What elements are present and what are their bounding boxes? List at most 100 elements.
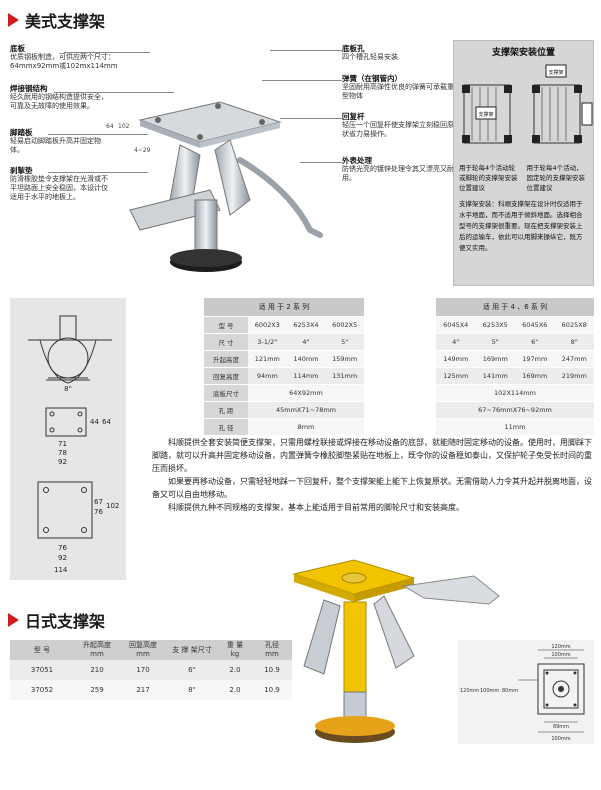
cell: 6025X8	[554, 316, 594, 334]
annotation-title: 刹掣垫	[10, 166, 33, 175]
annotation-base-plate: 底板 优质钢板制造，可供应两个尺寸：64mmx92mm或102mx114mm	[10, 44, 130, 71]
annotation-title: 底板孔	[342, 44, 365, 53]
triangle-bullet-icon	[8, 13, 19, 27]
cell: 6002X5	[325, 316, 364, 334]
dim-wheel: 8"	[64, 385, 72, 393]
cell: 10.9	[252, 680, 292, 700]
dim-bottom-100: 100mm	[551, 736, 570, 742]
install-position-board: 支撑架安装位置 支撑架 支撑架 用于轮每4个活动轮或脚轮的支撑架安装位置建议 用…	[453, 40, 594, 286]
cell: 2.0	[218, 660, 252, 680]
annotation-finish: 外表处理 防锈光亮的镀锌处理令其又漂亮又耐用。	[342, 156, 454, 183]
board-body: 支撑架安装：科顺支撑架在设计时仅适用于水平地面，而不适用于倾斜地面。选择相合型号…	[459, 200, 583, 252]
cell: 6253X5	[475, 316, 515, 334]
dim-left-100: 100mm	[480, 688, 499, 694]
dim-92-h: 92	[58, 554, 67, 562]
cell: 8mm	[248, 418, 364, 436]
annotation-text: 防滑橡胶垫令支撑架在光滑或不平坦路面上安全稳固，本设计仅适用于水平的地板上。	[10, 175, 108, 201]
dim-bottom-89: 89mm	[553, 724, 569, 730]
spec-table-series-4-6: 适 用 于 4 、6 系 列 6045X4 6253X5 6045X6 6025…	[436, 298, 594, 436]
board-caption-left: 用于轮每4个活动轮或脚轮的支撑架安装位置建议	[459, 164, 518, 192]
triangle-bullet-icon	[8, 613, 19, 627]
cell: 197mm	[515, 350, 555, 368]
table-b-header: 适 用 于 4 、6 系 列	[436, 298, 594, 317]
annotation-text: 防锈光亮的镀锌处理令其又漂亮又耐用。	[342, 165, 454, 182]
jp-header-hole: 孔径 mm	[252, 640, 292, 660]
cell: 2.0	[218, 680, 252, 700]
cell: 45mmX71~78mm	[248, 401, 364, 419]
dim-label-64: 64	[106, 123, 114, 130]
board-caption-right: 用于轮每4个活动，固定轮的支撑架安装位置建议	[526, 164, 586, 192]
technical-drawings: 8" 44 64 71 78 92 67 76 102 76 92 114	[10, 298, 126, 580]
jp-header-model: 型 号	[10, 640, 74, 660]
cell: 6002X3	[248, 316, 287, 334]
cell: 219mm	[554, 367, 594, 385]
dim-label-102: 102	[118, 123, 130, 130]
dim-92: 92	[58, 458, 67, 466]
cell: 8"	[554, 333, 594, 351]
cell: 140mm	[286, 350, 326, 368]
annotation-text: 经久耐用的钢结构造提供安全，可靠及无故障的使用效果。	[10, 93, 108, 110]
cell: 210	[74, 660, 120, 680]
annotation-brake-pad: 刹掣垫 防滑橡胶垫令支撑架在光滑或不平坦路面上安全稳固，本设计仅适用于水平的地板…	[10, 166, 110, 202]
dim-76-h: 76	[58, 544, 67, 552]
us-stand-illustration: 64 102 4~29	[106, 101, 323, 272]
dim-71: 71	[58, 440, 67, 448]
dim-left-120: 120mm	[460, 688, 479, 694]
dim-label-range: 4~29	[134, 147, 151, 154]
annotation-plate-holes: 底板孔 四个槽孔轻易安装	[342, 44, 452, 62]
row-label-raise-height: 升起高度	[204, 350, 248, 368]
dim-78: 78	[58, 449, 67, 457]
jp-title-text: 日式支撑架	[25, 612, 106, 631]
cell: 247mm	[554, 350, 594, 368]
cell: 259	[74, 680, 120, 700]
annotation-text: 轻易启动脚踏板升高并固定物体。	[10, 137, 101, 154]
spec-table-series-2: 适 用 于 2 系 列 型 号 6002X3 6253X4 6002X5 尺 寸…	[204, 298, 364, 436]
dim-top-120: 120mm	[551, 644, 570, 650]
annotation-title: 外表处理	[342, 156, 372, 165]
board-heading: 支撑架安装位置	[491, 48, 555, 58]
dim-44: 44	[90, 418, 99, 426]
cell: 121mm	[248, 350, 287, 368]
dim-67: 67	[94, 498, 103, 506]
cell: 3-1/2"	[248, 333, 287, 351]
jp-spec-table: 型 号 升起高度 mm 回复高度 mm 支 撑 架尺寸 重 量 kg 孔径 mm…	[10, 640, 292, 700]
jp-header-weight: 重 量 kg	[218, 640, 252, 660]
jp-header-return: 回复高度 mm	[120, 640, 166, 660]
jp-section-title: 日式支撑架	[8, 608, 105, 632]
row-label-hole-diameter: 孔 径	[204, 418, 248, 436]
annotation-text: 轻压一个回复杆使支撑架立刻稳回原状省力易操作。	[342, 121, 454, 138]
cell: 6045X4	[436, 316, 476, 334]
annotation-title: 回复杆	[342, 112, 365, 121]
cell: 6"	[515, 333, 555, 351]
annotation-title: 弹簧（在钢管内）	[342, 74, 402, 83]
row-label-hole-spacing: 孔 距	[204, 401, 248, 419]
annotation-pedal: 脚踏板 轻易启动脚踏板升高并固定物体。	[10, 128, 110, 155]
cell: 169mm	[475, 350, 515, 368]
annotation-title: 脚踏板	[10, 128, 33, 137]
cell: 141mm	[475, 367, 515, 385]
cell: 8"	[166, 680, 218, 700]
cell: 217	[120, 680, 166, 700]
annotation-release-lever: 回复杆 轻压一个回复杆使支撑架立刻稳回原状省力易操作。	[342, 112, 454, 139]
board-diagram: 支撑架 支撑架	[462, 64, 593, 144]
cell: 4"	[286, 333, 326, 351]
dim-64: 64	[102, 418, 111, 426]
cell: 6045X6	[515, 316, 555, 334]
cell: 64X92mm	[248, 384, 364, 402]
annotation-spring: 弹簧（在钢管内） 坚固耐用高弹性优良的弹簧可承载重型物体	[342, 74, 454, 101]
cell: 149mm	[436, 350, 476, 368]
cell: 67~76mmX76~92mm	[436, 401, 594, 419]
jp-stand-illustration	[292, 559, 500, 743]
us-section-title: 美式支撑架	[8, 8, 105, 32]
description-text: 科顺提供全套安装简便支撑架，只需用螺栓联接或焊接在移动设备的底部，就能随时固定移…	[152, 436, 594, 514]
cell: 5"	[475, 333, 515, 351]
paragraph: 科顺提供九种不同规格的支撑架，基本上能适用于目前常用的脚轮尺寸和安装高度。	[168, 503, 464, 512]
cell: 94mm	[248, 367, 287, 385]
cell: 170	[120, 660, 166, 680]
annotation-steel-structure: 焊接钢结构 经久耐用的钢结构造提供安全，可靠及无故障的使用效果。	[10, 84, 110, 111]
annotation-text: 坚固耐用高弹性优良的弹簧可承载重型物体	[342, 83, 454, 100]
cell: 159mm	[325, 350, 364, 368]
row-label-size: 尺 寸	[204, 333, 248, 351]
annotation-text: 四个槽孔轻易安装	[342, 53, 398, 61]
cell: 125mm	[436, 367, 476, 385]
